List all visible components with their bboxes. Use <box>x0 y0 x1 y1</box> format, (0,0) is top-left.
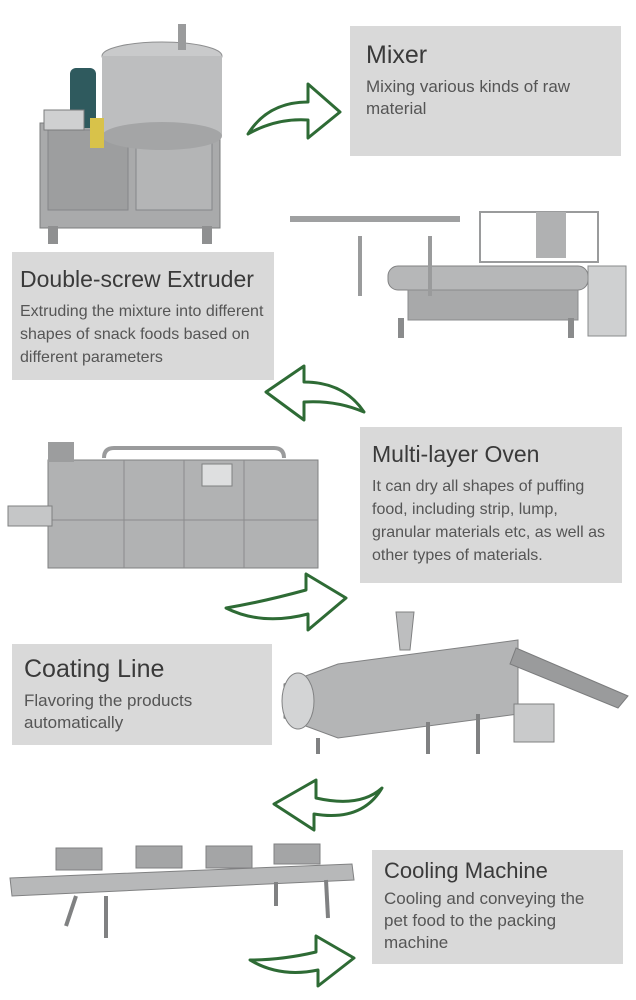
right-arrow-icon <box>246 82 342 140</box>
step-title: Coating Line <box>24 655 165 683</box>
left-arrow-icon <box>272 778 384 832</box>
step-oven-box: Multi-layer Oven It can dry all shapes o… <box>360 427 622 583</box>
step-extruder-box: Double-screw Extruder Extruding the mixt… <box>12 252 274 380</box>
step-description: Mixing various kinds of raw material <box>366 77 571 118</box>
step-mixer-box: Mixer Mixing various kinds of raw materi… <box>350 26 621 156</box>
mixer-machine-icon <box>39 24 223 244</box>
oven-machine-icon <box>7 442 319 569</box>
coating-line-icon <box>281 611 629 754</box>
step-description: It can dry all shapes of puffing food, i… <box>372 478 605 564</box>
right-arrow-icon <box>248 934 356 988</box>
step-title: Multi-layer Oven <box>372 441 540 467</box>
step-title: Double-screw Extruder <box>20 266 254 292</box>
step-title: Cooling Machine <box>384 858 548 883</box>
step-cooling-box: Cooling Machine Cooling and conveying th… <box>372 850 623 964</box>
step-description: Cooling and conveying the pet food to th… <box>384 889 585 952</box>
step-description: Flavoring the products automatically <box>24 691 193 732</box>
step-coating-box: Coating Line Flavoring the products auto… <box>12 644 272 745</box>
step-description: Extruding the mixture into different sha… <box>20 303 264 366</box>
left-arrow-icon <box>264 364 366 422</box>
cooling-conveyor-icon <box>9 843 355 938</box>
right-arrow-icon <box>224 572 348 632</box>
step-title: Mixer <box>366 41 428 69</box>
extruder-machine-icon <box>290 211 627 338</box>
